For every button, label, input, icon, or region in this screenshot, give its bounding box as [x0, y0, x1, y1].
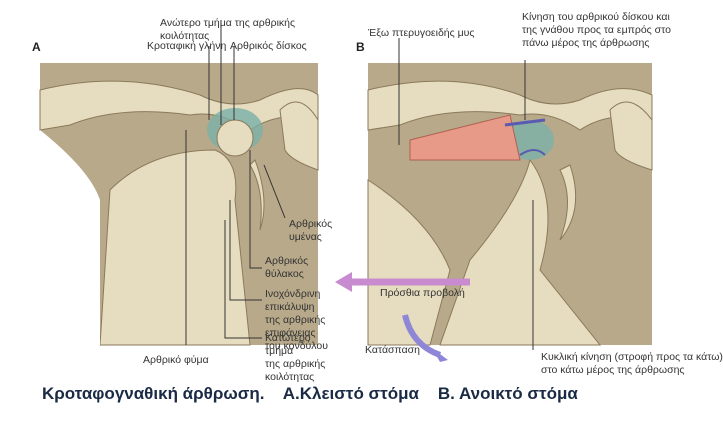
- label-articular-disc: Αρθρικός δίσκος: [230, 40, 307, 52]
- label-articular-capsule: Αρθρικός θύλακος: [265, 255, 309, 280]
- label-lateral-pterygoid: Έξω πτερυγοειδής μυς: [368, 27, 475, 39]
- label-protrusion: Πρόσθια προβολή: [380, 287, 465, 299]
- panel-b-illustration: [335, 38, 653, 362]
- panel-a-closed-mouth: A Ανώτερο τμήμα της αρθρικής κοιλότητας …: [0, 0, 340, 383]
- label-mandibular-fossa: Κροταφική γλήνη: [147, 40, 227, 52]
- panel-a-letter: A: [32, 40, 41, 54]
- label-upper-cavity: Ανώτερο τμήμα της αρθρικής κοιλότητας: [160, 17, 296, 42]
- label-lower-cavity: Κατώτερο τμήμα της αρθρικής κοιλότητας: [265, 332, 326, 383]
- panel-a-illustration: [39, 20, 319, 346]
- label-rotation: Κυκλική κίνηση (στροφή προς τα κάτω) στο…: [541, 351, 723, 376]
- label-disc-movement: Κίνηση του αρθρικού δίσκου και της γνάθο…: [522, 11, 671, 49]
- figure-caption: Κροταφογναθική άρθρωση. Α.Κλειστό στόμα …: [42, 384, 578, 403]
- label-depression: Κατάσπαση: [365, 344, 420, 356]
- panel-b-open-mouth: B Έξω πτερυγοειδής μυς Κίνηση του αρθρικ…: [335, 11, 723, 376]
- panel-b-letter: B: [356, 40, 365, 54]
- label-articular-tubercle: Αρθρικό φύμα: [143, 354, 209, 366]
- label-synovial-membrane: Αρθρικός υμένας: [289, 218, 333, 243]
- label-cartilage: Ινοχόνδρινη επικάλυψη της αρθρικής επιφά…: [265, 288, 328, 352]
